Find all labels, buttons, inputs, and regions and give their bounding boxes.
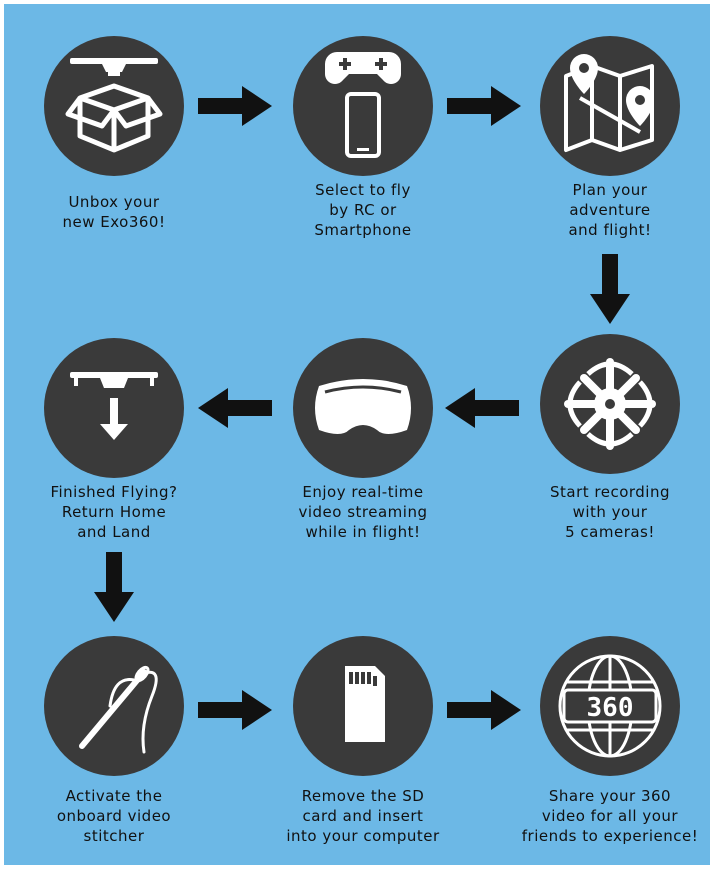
sd-card-icon — [345, 666, 385, 742]
step-5-line-1: Enjoy real-time — [302, 483, 424, 501]
arrow-right-3 — [198, 690, 272, 730]
step-1-circle — [44, 36, 184, 176]
step-7-line-2: onboard video — [56, 807, 172, 825]
step-7-circle — [44, 636, 184, 776]
step-7-caption: Activate the onboard video stitcher — [4, 786, 224, 846]
step-4-line-2: with your — [572, 503, 648, 521]
arrow-down-1 — [590, 254, 630, 324]
step-8-caption: Remove the SD card and insert into your … — [253, 786, 473, 846]
arrow-down-2 — [94, 552, 134, 622]
step-9-circle: 360 — [540, 636, 680, 776]
step-7-line-1: Activate the — [65, 787, 163, 805]
step-1-line-2: new Exo360! — [62, 213, 166, 231]
step-4-line-3: 5 cameras! — [565, 523, 655, 541]
step-3-line-1: Plan your — [572, 181, 648, 199]
step-5-caption: Enjoy real-time video streaming while in… — [253, 482, 473, 542]
step-8-line-3: into your computer — [286, 827, 440, 845]
drone-top-icon — [564, 358, 656, 450]
step-4-caption: Start recording with your 5 cameras! — [500, 482, 714, 542]
step-6-line-1: Finished Flying? — [50, 483, 178, 501]
step-3-line-2: adventure — [569, 201, 651, 219]
arrow-left-2 — [198, 388, 272, 428]
step-2-line-2: by RC or — [329, 201, 397, 219]
vr-goggles-icon — [315, 379, 411, 434]
step-2-circle — [293, 36, 433, 176]
controller-phone-icon — [325, 52, 401, 158]
step-3-circle — [540, 36, 680, 176]
step-3-caption: Plan your adventure and flight! — [500, 180, 714, 240]
step-7-line-3: stitcher — [83, 827, 145, 845]
step-8-circle — [293, 636, 433, 776]
step-4-circle — [540, 334, 680, 474]
globe-360-icon: 360 — [558, 654, 662, 758]
step-2-caption: Select to fly by RC or Smartphone — [253, 180, 473, 240]
step-6-line-3: and Land — [77, 523, 151, 541]
needle-thread-icon — [79, 665, 158, 754]
step-6-circle — [44, 338, 184, 478]
step-9-line-1: Share your 360 — [548, 787, 672, 805]
step-2-line-1: Select to fly — [315, 181, 411, 199]
step-2-line-3: Smartphone — [314, 221, 412, 239]
drone-land-icon — [70, 372, 158, 440]
step-5-line-2: video streaming — [298, 503, 428, 521]
arrow-right-1 — [198, 86, 272, 126]
step-8-line-2: card and insert — [302, 807, 424, 825]
step-9-line-3: friends to experience! — [521, 827, 699, 845]
step-5-line-3: while in flight! — [305, 523, 421, 541]
step-8-line-1: Remove the SD — [301, 787, 425, 805]
step-3-line-3: and flight! — [568, 221, 652, 239]
step-6-caption: Finished Flying? Return Home and Land — [4, 482, 224, 542]
arrow-left-1 — [445, 388, 519, 428]
step-6-line-2: Return Home — [61, 503, 167, 521]
step-9-caption: Share your 360 video for all your friend… — [500, 786, 714, 846]
step-5-circle — [293, 338, 433, 478]
globe-360-label: 360 — [587, 693, 634, 723]
step-4-line-1: Start recording — [549, 483, 671, 501]
arrow-right-2 — [447, 86, 521, 126]
step-9-line-2: video for all your — [541, 807, 679, 825]
process-panel: Unbox your new Exo360! Select to fly by … — [4, 4, 710, 865]
map-pins-icon — [564, 54, 654, 152]
box-drone-icon — [65, 58, 163, 153]
arrow-right-4 — [447, 690, 521, 730]
step-1-caption: Unbox your new Exo360! — [4, 192, 224, 232]
step-1-line-1: Unbox your — [68, 193, 160, 211]
